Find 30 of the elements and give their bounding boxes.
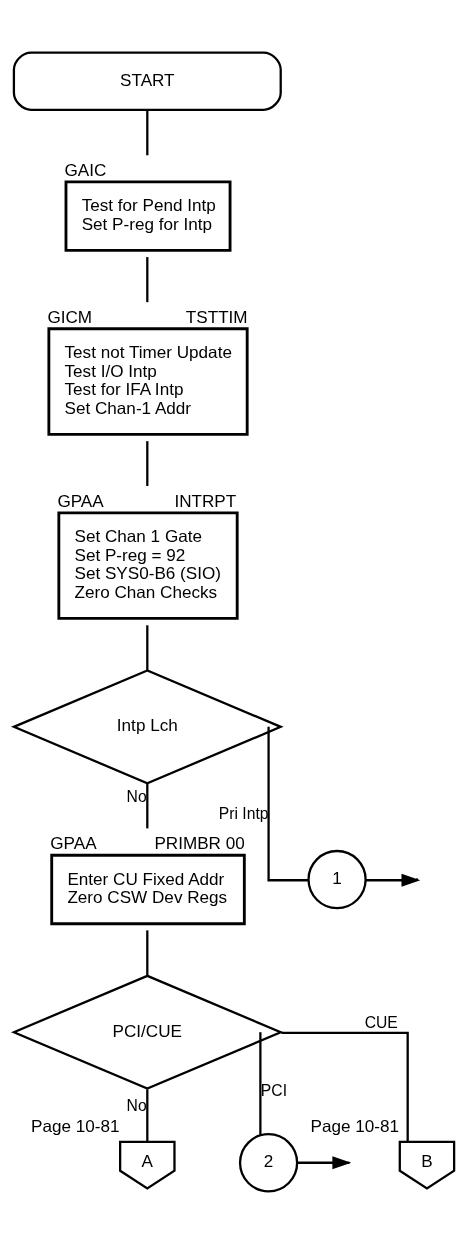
node-label: GPAA <box>50 834 97 853</box>
edge-label: CUE <box>364 1014 398 1032</box>
node-box: Enter CU Fixed Addr Zero CSW Dev Regs <box>50 853 246 926</box>
connector <box>146 257 149 303</box>
node-diamond: Intp Lch <box>10 669 284 785</box>
connector <box>146 625 149 671</box>
node-circle: 2 <box>238 1133 299 1193</box>
edge-label: No <box>126 787 147 805</box>
node-label: PRIMBR 00 <box>154 834 245 853</box>
connector <box>281 1031 409 1142</box>
connector <box>146 1089 149 1142</box>
connector <box>146 441 149 486</box>
node-box: Test not Timer Update Test I/O Intp Test for IFA Intp Set Chan-1 Addr <box>47 327 249 436</box>
node-label: INTRPT <box>174 491 237 511</box>
connector <box>146 110 149 156</box>
node-label: GICM <box>47 307 93 327</box>
connector <box>259 1032 262 1136</box>
edge-label: No <box>126 1097 147 1115</box>
node-box: Test for Pend Intp Set P-reg for Intp <box>64 180 232 252</box>
node-box: START <box>12 51 282 111</box>
connector <box>267 726 309 882</box>
node-label: TSTTIM <box>185 307 248 327</box>
node-box: Set Chan 1 Gate Set P-reg = 92 Set SYS0-B6 (SIO) Zero Chan Checks <box>57 511 239 620</box>
node-label: GAIC <box>64 160 107 180</box>
node-label: GPAA <box>57 491 104 511</box>
node-circle: 1 <box>307 849 367 910</box>
node-label: Page 10-81 <box>310 1117 400 1137</box>
connector <box>146 930 149 976</box>
connector <box>146 783 149 829</box>
node-label: Page 10-81 <box>30 1117 120 1137</box>
